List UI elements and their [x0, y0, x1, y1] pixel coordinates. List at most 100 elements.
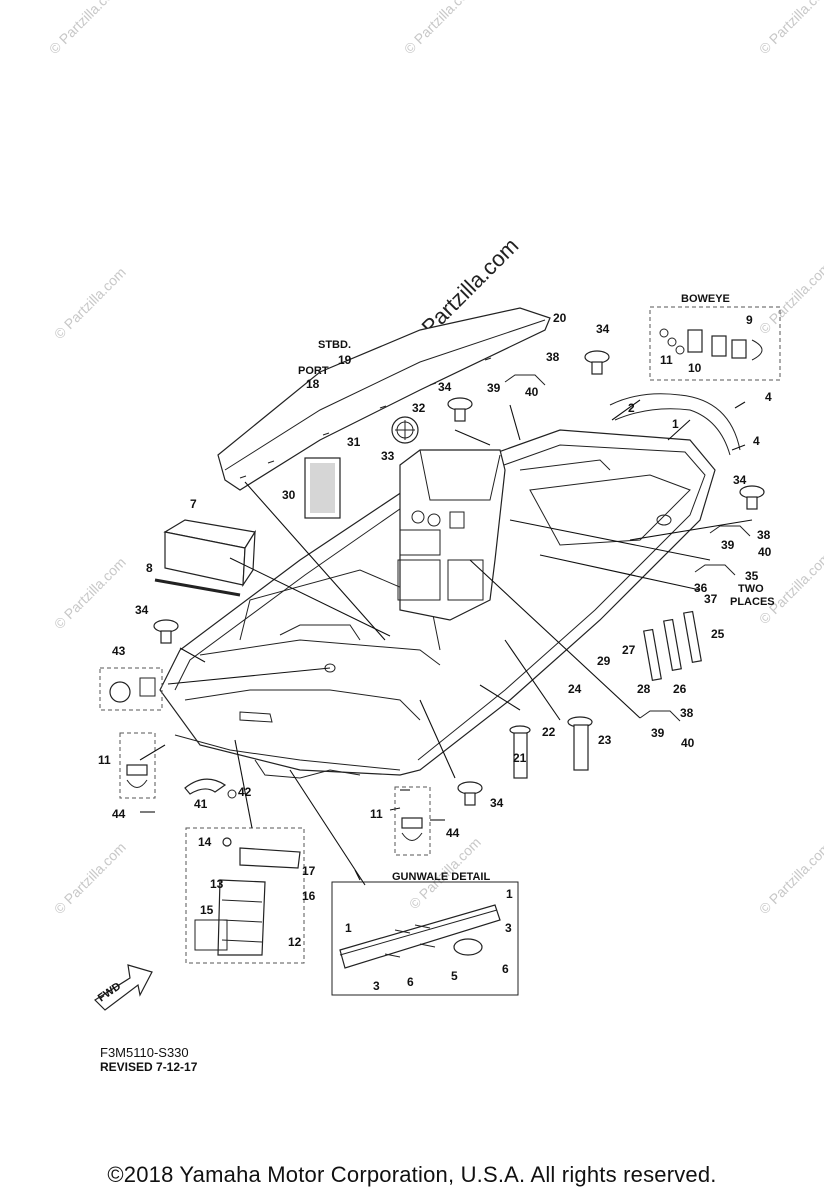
- watermark: © Partzilla.com: [756, 839, 824, 917]
- callout-39: 39: [651, 726, 665, 740]
- callout-34: 34: [596, 322, 610, 336]
- callout-23: 23: [598, 733, 612, 747]
- callout-11: 11: [660, 353, 673, 367]
- callout-numbers: 1 1 1 2 3 3 4 4 5 6 6 7 8 9 10 11 11 11 …: [98, 311, 772, 993]
- callout-41: 41: [194, 797, 208, 811]
- rub-rails: [609, 393, 741, 456]
- callout-27: 27: [622, 643, 636, 657]
- callout-40: 40: [681, 736, 695, 750]
- gunwale-detail-box: [331, 881, 519, 996]
- cup-holder: [567, 716, 593, 771]
- leader-lines: [139, 399, 753, 886]
- callout-34: 34: [438, 380, 452, 394]
- bent-tube: [709, 525, 751, 537]
- callout-3: 3: [505, 921, 512, 935]
- callout-4: 4: [753, 434, 760, 448]
- watermark: © Partzilla.com: [46, 0, 124, 57]
- cleat: [739, 485, 765, 510]
- callout-4: 4: [765, 390, 772, 404]
- stbd-label: STBD.: [318, 339, 351, 351]
- callout-22: 22: [542, 725, 556, 739]
- callout-19: 19: [338, 353, 352, 367]
- callout-37: 37: [704, 592, 718, 606]
- callout-34: 34: [135, 603, 149, 617]
- transom-bracket: [184, 778, 237, 799]
- callout-26: 26: [673, 682, 687, 696]
- callout-2: 2: [628, 401, 635, 415]
- callout-36: 36: [694, 581, 708, 595]
- watermark: © Partzilla.com: [51, 264, 129, 342]
- copyright-notice: ©2018 Yamaha Motor Corporation, U.S.A. A…: [107, 1162, 717, 1187]
- rod-holders: [643, 610, 702, 682]
- watermark: © Partzilla.com: [756, 549, 824, 627]
- watermark: © Partzilla.com: [401, 0, 479, 57]
- callout-33: 33: [381, 449, 395, 463]
- callout-38: 38: [757, 528, 771, 542]
- callout-11: 11: [98, 753, 111, 767]
- callout-31: 31: [347, 435, 361, 449]
- callout-39: 39: [487, 381, 501, 395]
- callout-44: 44: [446, 826, 460, 840]
- callout-16: 16: [302, 889, 316, 903]
- storage-rod: [154, 578, 241, 597]
- ladder-box: [185, 827, 305, 964]
- watermark: © Partzilla.com: [51, 554, 129, 632]
- cleat: [457, 781, 483, 806]
- seat-pad: [304, 457, 341, 519]
- revision-date: REVISED 7-12-17: [100, 1060, 198, 1074]
- callout-34: 34: [733, 473, 747, 487]
- callout-20: 20: [553, 311, 567, 325]
- cup-holder: [509, 725, 531, 779]
- callout-15: 15: [200, 903, 214, 917]
- two-label: TWO: [738, 583, 764, 595]
- bent-tube: [504, 374, 546, 386]
- callout-40: 40: [758, 545, 772, 559]
- watermark: © Partzilla.com: [756, 0, 824, 57]
- callout-38: 38: [546, 350, 560, 364]
- callout-5: 5: [451, 969, 458, 983]
- diagram-code: F3M5110-S330: [100, 1045, 189, 1060]
- callout-13: 13: [210, 877, 224, 891]
- bent-tube: [694, 564, 736, 576]
- callout-18: 18: [306, 377, 320, 391]
- callout-8: 8: [146, 561, 153, 575]
- callout-44: 44: [112, 807, 126, 821]
- horn-box: [99, 667, 163, 711]
- gunwale-detail-heading: GUNWALE DETAIL: [392, 871, 490, 883]
- callout-43: 43: [112, 644, 126, 658]
- storage-box: [163, 519, 256, 588]
- callout-32: 32: [412, 401, 426, 415]
- callout-17: 17: [302, 864, 316, 878]
- callout-38: 38: [680, 706, 694, 720]
- callout-28: 28: [637, 682, 651, 696]
- callout-6: 6: [407, 975, 414, 989]
- callout-12: 12: [288, 935, 302, 949]
- callout-24: 24: [568, 682, 582, 696]
- callout-1: 1: [506, 887, 513, 901]
- boat-hull: [159, 429, 716, 779]
- callout-1: 1: [345, 921, 352, 935]
- callout-25: 25: [711, 627, 725, 641]
- watermark: © Partzilla.com: [51, 839, 129, 917]
- callout-7: 7: [190, 497, 197, 511]
- callout-10: 10: [688, 361, 702, 375]
- cleat: [153, 619, 179, 644]
- boweye-heading: BOWEYE: [681, 293, 730, 305]
- steering-wheel: [391, 416, 419, 444]
- callout-30: 30: [282, 488, 296, 502]
- bent-tube: [639, 710, 681, 722]
- callout-9: 9: [746, 313, 753, 327]
- callout-21: 21: [513, 751, 527, 765]
- callout-29: 29: [597, 654, 611, 668]
- callout-42: 42: [238, 785, 252, 799]
- callout-39: 39: [721, 538, 735, 552]
- callout-6: 6: [502, 962, 509, 976]
- cleat: [447, 397, 473, 422]
- boweye-box: [649, 306, 781, 381]
- callout-11: 11: [370, 807, 383, 821]
- callout-35: 35: [745, 569, 759, 583]
- fwd-arrow: FWD: [94, 964, 153, 1011]
- clamp-box: [394, 786, 431, 856]
- callout-1: 1: [672, 417, 679, 431]
